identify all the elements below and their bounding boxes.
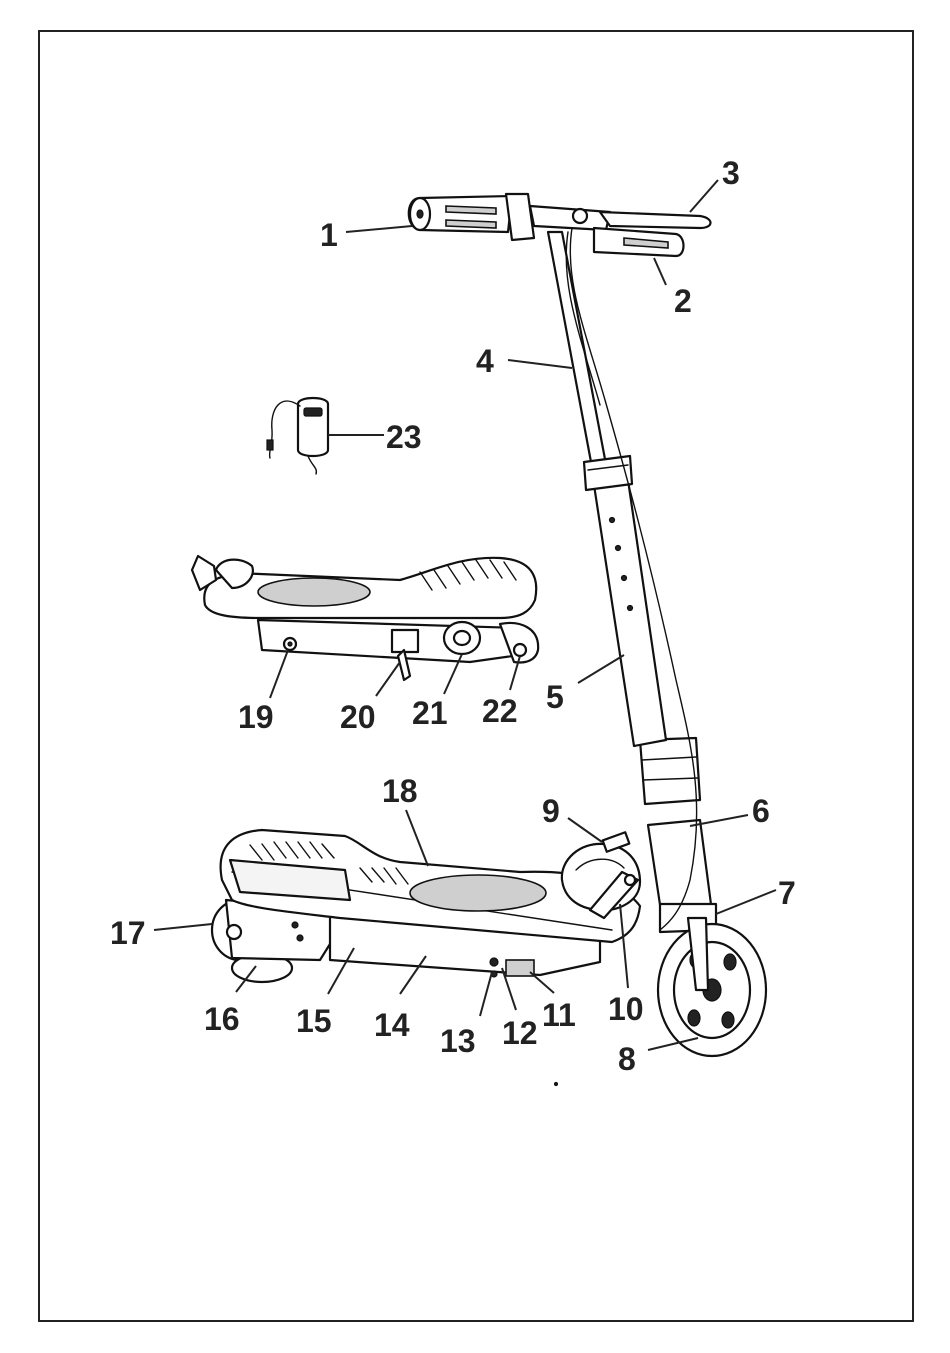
- callout-2: 2: [674, 283, 692, 319]
- underside-deck: [204, 558, 536, 618]
- callout-20: 20: [340, 699, 376, 735]
- brake-lever: [600, 212, 711, 228]
- upper-stem: [548, 232, 608, 478]
- charge-port: [490, 958, 498, 966]
- callout-15: 15: [296, 1003, 332, 1039]
- callout-1: 1: [320, 217, 338, 253]
- callout-22: 22: [482, 693, 518, 729]
- power-switch: [506, 960, 534, 976]
- callout-8: 8: [618, 1041, 636, 1077]
- callout-9: 9: [542, 793, 560, 829]
- callout-21: 21: [412, 695, 448, 731]
- callout-17: 17: [110, 915, 146, 951]
- callout-10: 10: [608, 991, 644, 1027]
- lower-stem: [594, 480, 666, 746]
- callout-5: 5: [546, 679, 564, 715]
- underside-view: [192, 556, 538, 680]
- callout-19: 19: [238, 699, 274, 735]
- callout-4: 4: [476, 343, 494, 379]
- callout-18: 18: [382, 773, 418, 809]
- callout-12: 12: [502, 1015, 538, 1051]
- throttle: [506, 194, 534, 240]
- callout-3: 3: [722, 155, 740, 191]
- stray-dot: [555, 1083, 558, 1086]
- callout-23: 23: [386, 419, 422, 455]
- callout-16: 16: [204, 1001, 240, 1037]
- callout-6: 6: [752, 793, 770, 829]
- callout-13: 13: [440, 1023, 476, 1059]
- callout-7: 7: [778, 875, 796, 911]
- callout-11: 11: [542, 997, 576, 1033]
- deck-oval: [410, 875, 546, 911]
- battery-charger: [267, 398, 328, 474]
- handlebar-bar: [530, 206, 610, 230]
- front-wheel: [658, 918, 766, 1056]
- callout-14: 14: [374, 1007, 410, 1043]
